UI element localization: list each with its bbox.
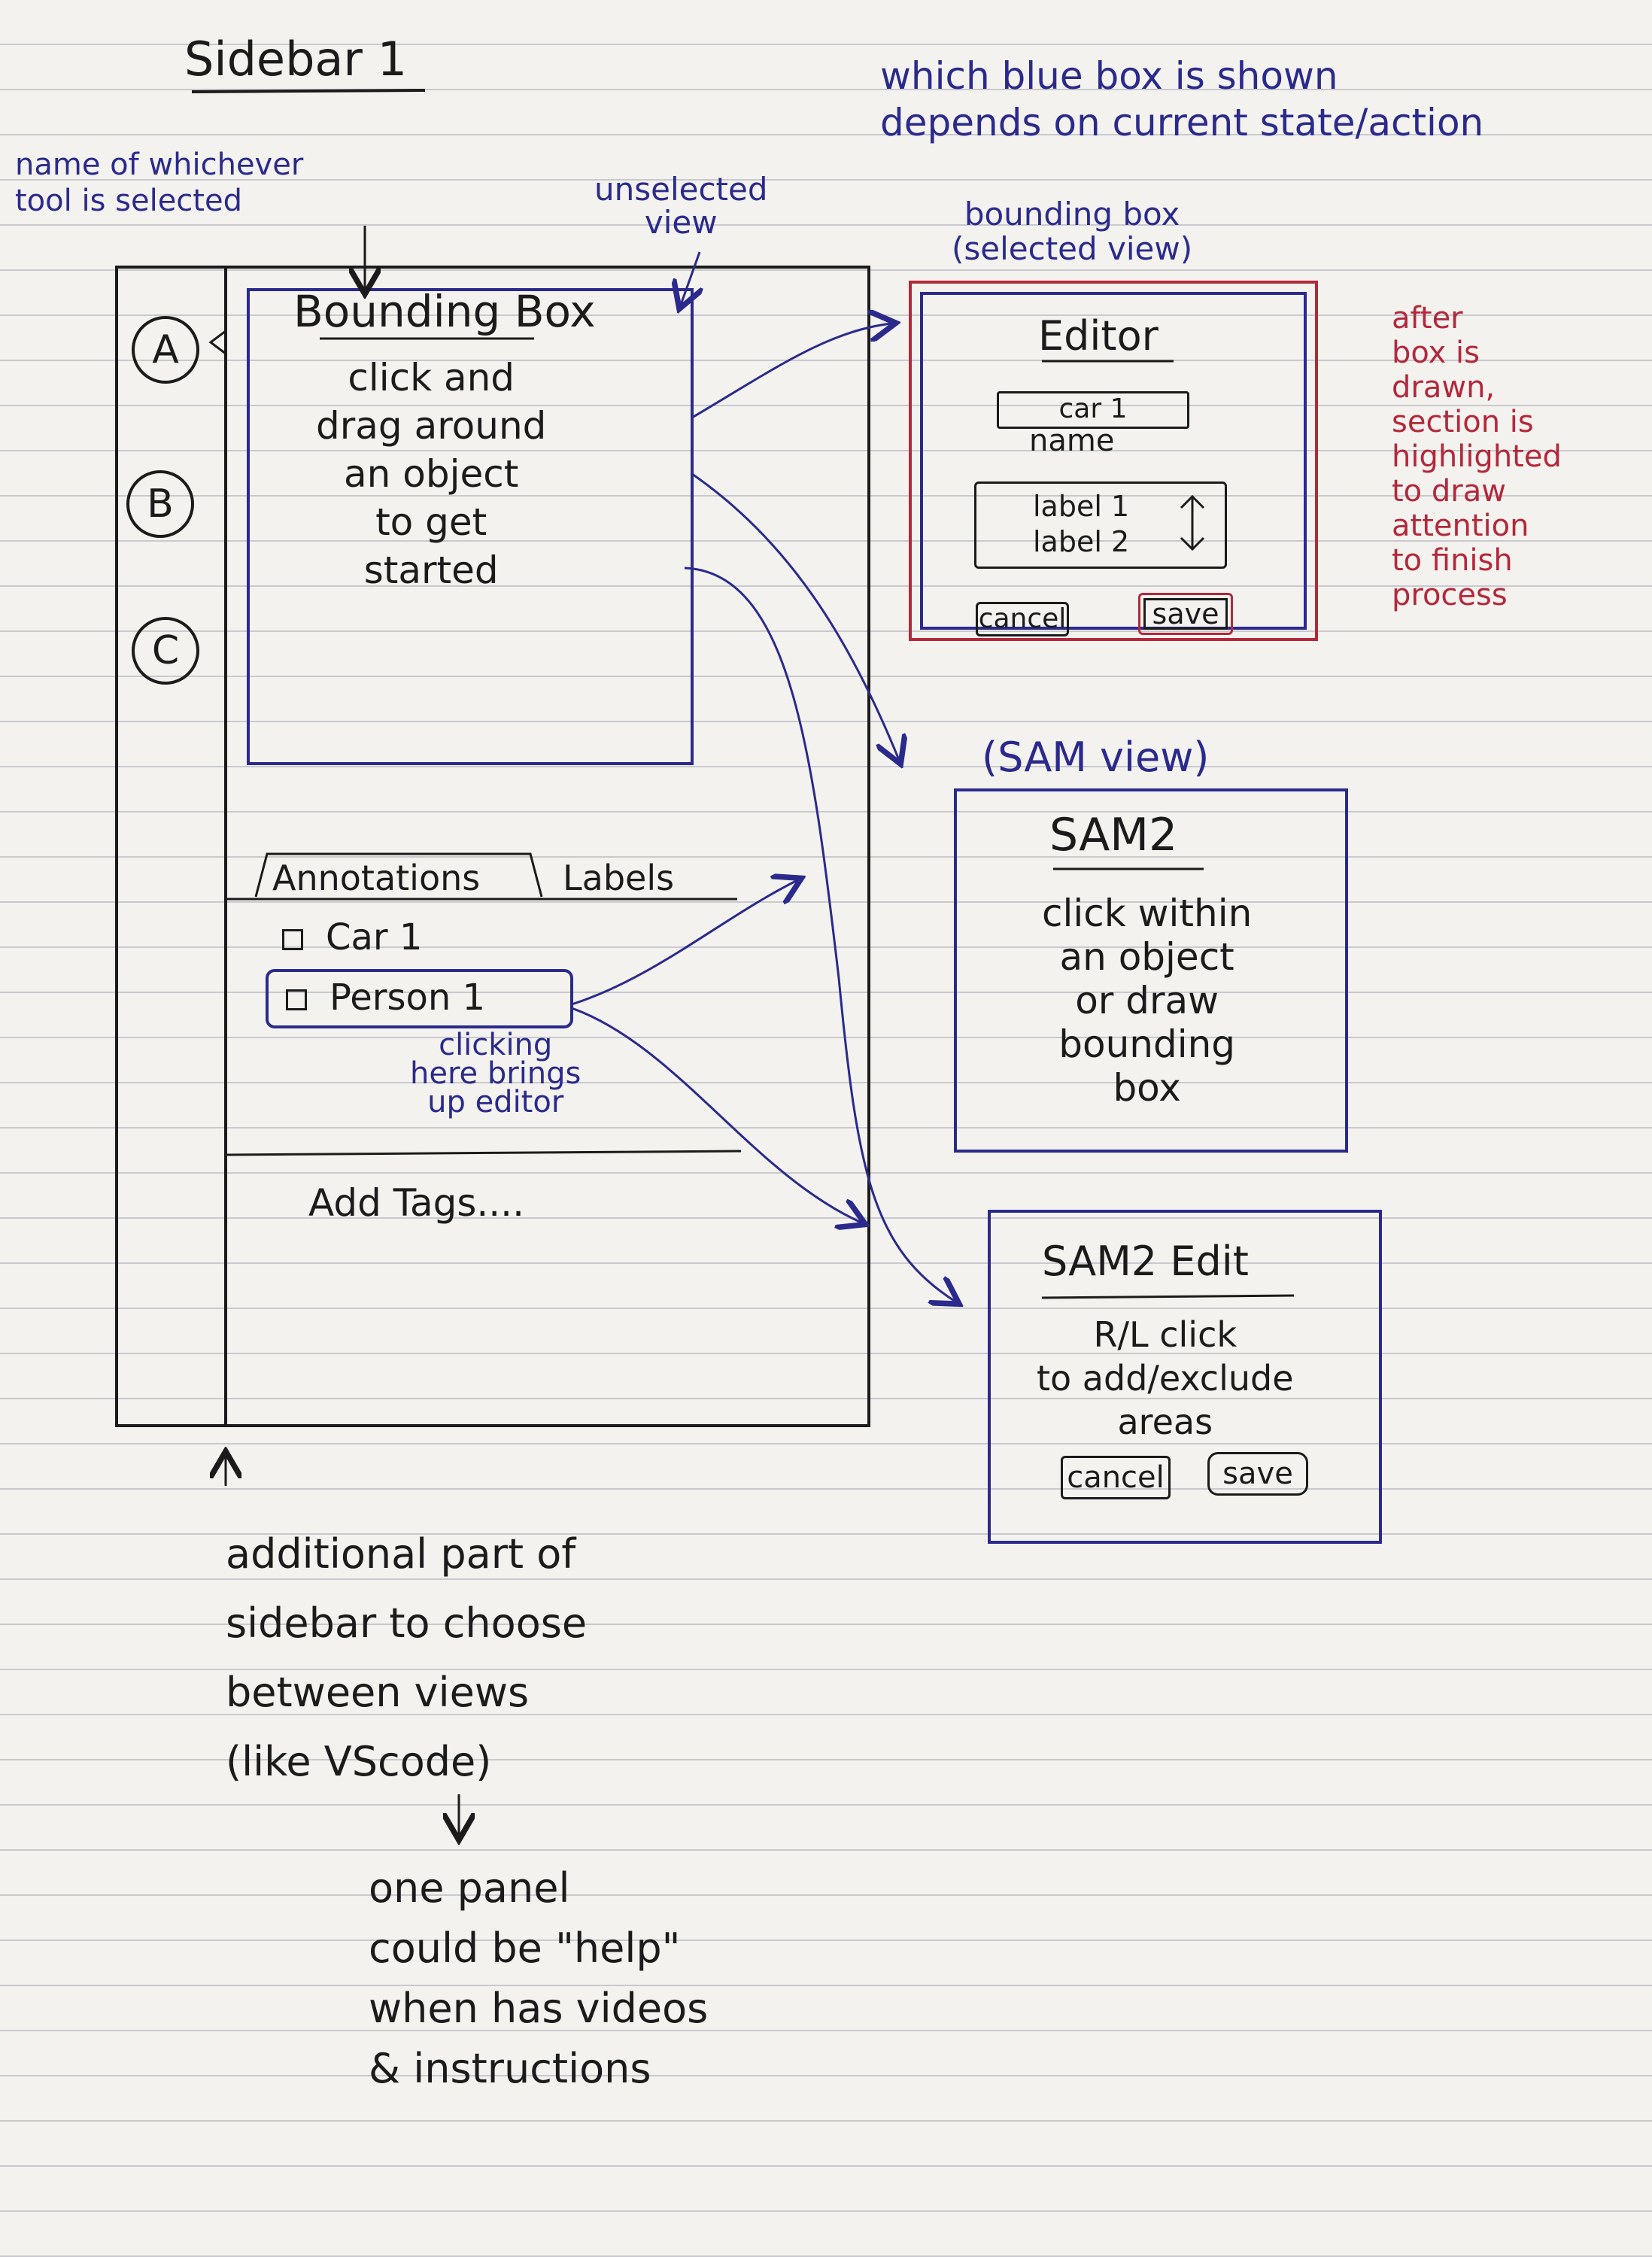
- checkbox-person[interactable]: [286, 989, 307, 1010]
- tab-labels[interactable]: Labels: [563, 858, 675, 898]
- tab-annotations[interactable]: Annotations: [272, 858, 481, 898]
- sidebar-outer-frame: [115, 266, 870, 1427]
- annotation-label-person: Person 1: [329, 977, 486, 1019]
- editor-cancel-button[interactable]: cancel: [976, 602, 1069, 636]
- label-option-2[interactable]: label 2: [1033, 525, 1130, 558]
- editor-name-input[interactable]: car 1: [997, 391, 1189, 429]
- title-underline: [191, 89, 426, 93]
- checkbox-car[interactable]: [282, 929, 303, 950]
- note-clicking: clicking here brings up editor: [410, 1028, 582, 1119]
- note-additional: additional part of sidebar to choose bet…: [226, 1530, 588, 1785]
- arrow-to-sam: [691, 472, 899, 760]
- tool-panel-instruction: click and drag around an object to get s…: [316, 356, 547, 592]
- editor-name-label: name: [1029, 424, 1115, 458]
- arrow-to-editor: [691, 324, 891, 419]
- sam-edit-instruction: R/L click to add/exclude areas: [1037, 1314, 1294, 1442]
- rail-item-b[interactable]: B: [126, 470, 194, 538]
- rail-caret: [208, 330, 226, 355]
- arrow-annotation-to-editor: [571, 880, 797, 1006]
- annotation-label-car: Car 1: [326, 916, 423, 958]
- tabs-outline: [254, 852, 543, 898]
- section-divider-2: [225, 1150, 742, 1156]
- label-option-1[interactable]: label 1: [1033, 490, 1130, 523]
- note-help: one panel could be "help" when has video…: [369, 1864, 709, 2092]
- tool-panel-title: Bounding Box: [293, 286, 596, 337]
- annotation-selected-frame: [266, 969, 573, 1028]
- sam-edit-cancel-button[interactable]: cancel: [1061, 1456, 1171, 1499]
- arrow-to-sam-edit: [684, 567, 955, 1302]
- note-tool-name: name of whichever tool is selected: [15, 147, 304, 218]
- annotation-item-car[interactable]: Car 1: [282, 916, 422, 958]
- sam-edit-title: SAM2 Edit: [1042, 1238, 1249, 1285]
- note-unselected: unselected view: [594, 171, 768, 241]
- sam-edit-title-underline: [1041, 1294, 1295, 1299]
- annotation-item-person[interactable]: Person 1: [286, 977, 485, 1019]
- sam-edit-save-button[interactable]: save: [1207, 1452, 1308, 1496]
- note-after-box: after box is drawn, section is highlight…: [1392, 301, 1562, 612]
- sam-frame: [954, 788, 1348, 1153]
- editor-red-frame: [909, 281, 1318, 641]
- editor-save-button[interactable]: save: [1138, 593, 1233, 635]
- note-sam-view: (SAM view): [982, 734, 1210, 781]
- editor-label-list[interactable]: label 1 label 2: [974, 481, 1227, 569]
- editor-blue-frame: [920, 292, 1307, 630]
- editor-title: Editor: [1038, 312, 1159, 360]
- add-tags-input[interactable]: Add Tags....: [308, 1181, 524, 1225]
- rail-item-a[interactable]: A: [132, 316, 199, 384]
- label-scroll-arrow: [1180, 494, 1205, 551]
- note-blue-box: which blue box is shown depends on curre…: [880, 54, 1484, 144]
- sam-title: SAM2: [1049, 809, 1178, 861]
- page-title: Sidebar 1: [184, 32, 408, 87]
- rail-item-c[interactable]: C: [132, 617, 199, 685]
- arrow-unselected: [681, 251, 700, 305]
- arrow-annotation-to-sam-edit: [571, 1007, 861, 1223]
- note-bbox-selected: bounding box (selected view): [952, 196, 1193, 267]
- tool-panel-frame: [247, 288, 694, 765]
- sam-edit-frame: [988, 1210, 1382, 1544]
- sam-instruction: click within an object or draw bounding …: [1042, 892, 1253, 1110]
